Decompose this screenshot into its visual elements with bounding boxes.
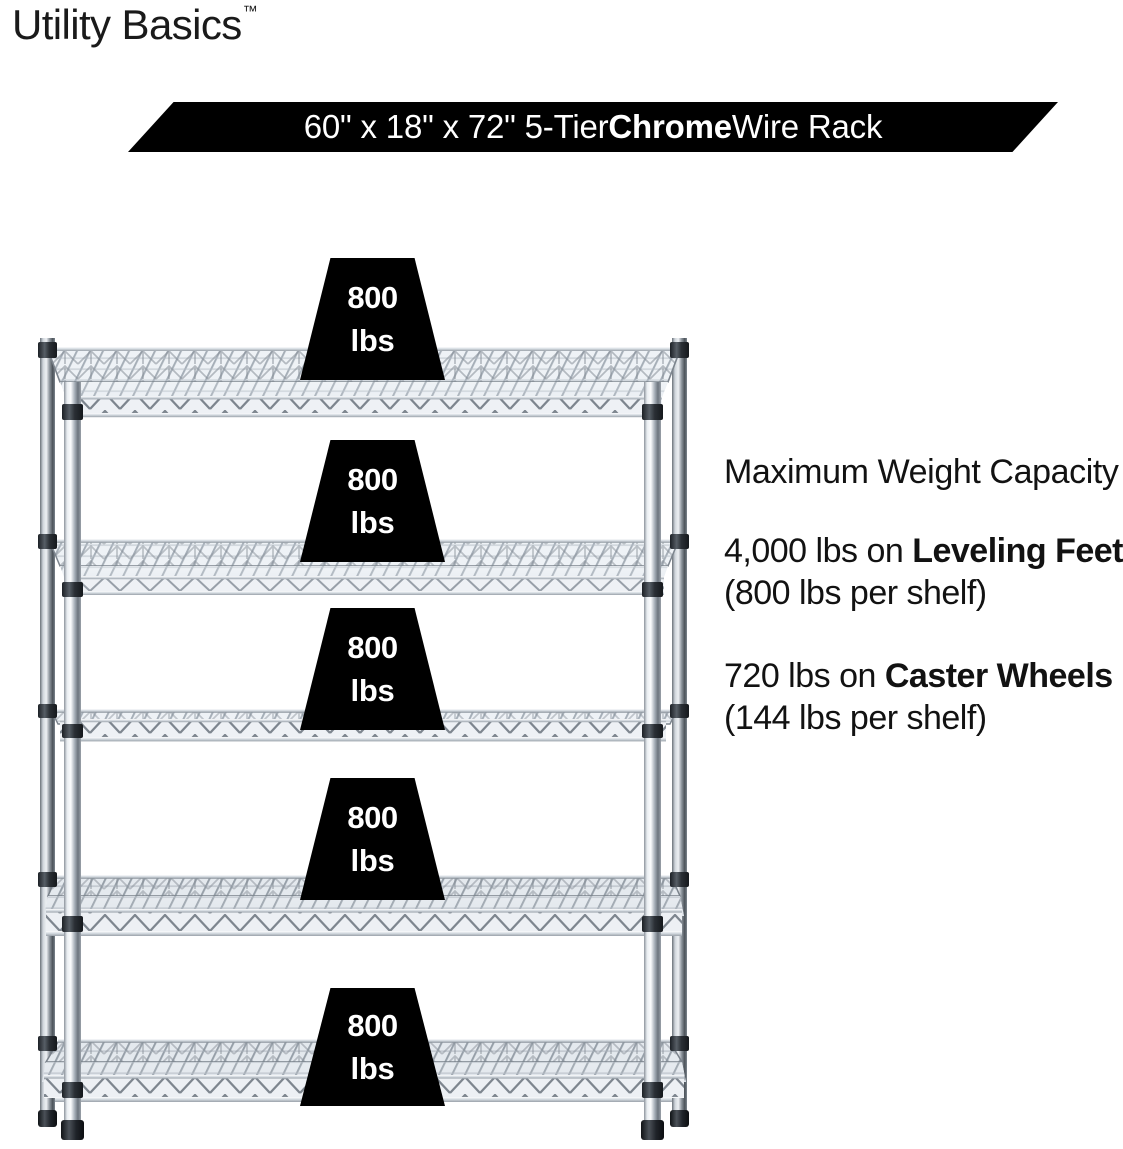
caster-wheels-capacity: 720 lbs on Caster Wheels (144 lbs per sh… xyxy=(724,656,1123,739)
banner-title: 60" x 18" x 72" 5-Tier Chrome Wire Rack xyxy=(128,102,1058,152)
weight-unit: lbs xyxy=(350,672,395,708)
weight-unit: lbs xyxy=(350,504,395,540)
weight-unit: lbs xyxy=(350,1050,395,1086)
leveling-post: (800 lbs per shelf) xyxy=(724,573,987,612)
banner-text-pre: 60" x 18" x 72" 5-Tier xyxy=(303,108,609,145)
weight-value: 800 xyxy=(347,1007,398,1043)
leveling-feet xyxy=(38,1098,689,1140)
brand-logo: Utility Basics™ xyxy=(12,1,258,48)
capacity-copy-block: Maximum Weight Capacity 4,000 lbs on Lev… xyxy=(724,452,1123,781)
caster-bold: Caster Wheels xyxy=(884,657,1113,696)
leveling-bold: Leveling Feet xyxy=(912,532,1123,571)
banner-text-post: Wire Rack xyxy=(731,108,883,145)
brand-name: Utility Basics xyxy=(12,1,242,48)
weight-tag-shelf-1: 800 lbs xyxy=(300,258,445,380)
weight-unit: lbs xyxy=(350,842,395,878)
weight-value: 800 xyxy=(347,279,398,315)
weight-value: 800 xyxy=(347,629,398,665)
weight-value: 800 xyxy=(347,461,398,497)
post-collars xyxy=(38,342,689,1098)
front-posts xyxy=(64,382,661,1122)
leveling-pre: 4,000 lbs on xyxy=(724,532,913,571)
banner-background-shape xyxy=(128,102,1058,152)
weight-value: 800 xyxy=(347,799,398,835)
trademark-symbol: ™ xyxy=(242,3,258,20)
caster-post: (144 lbs per shelf) xyxy=(724,698,987,737)
banner-text-bold: Chrome xyxy=(608,108,732,145)
caster-pre: 720 lbs on xyxy=(724,657,885,696)
leveling-feet-capacity: 4,000 lbs on Leveling Feet (800 lbs per … xyxy=(724,531,1123,614)
capacity-heading: Maximum Weight Capacity xyxy=(724,453,1119,491)
title-banner: 60" x 18" x 72" 5-Tier Chrome Wire Rack xyxy=(0,98,1123,160)
weight-unit: lbs xyxy=(350,322,395,358)
